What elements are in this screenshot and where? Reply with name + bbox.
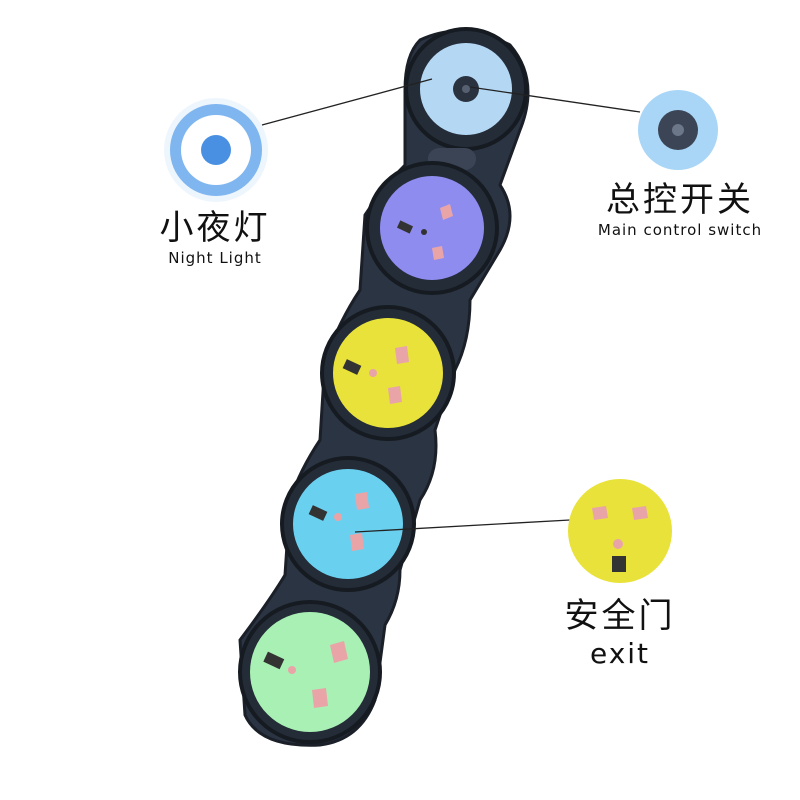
socket-face-icon [250, 612, 370, 732]
socket-3 [280, 456, 416, 592]
main-switch-callout: 总控开关 Main control switch [585, 172, 775, 239]
socket-2 [320, 305, 456, 441]
night-light-title-cn: 小夜灯 [159, 208, 271, 248]
main-switch-title-en: Main control switch [597, 221, 763, 239]
night-light-title-en: Night Light [168, 249, 262, 267]
safety-door-title-cn: 安全门 [564, 596, 676, 636]
safety-door-callout: 安全门 exit [545, 588, 695, 670]
safety-door-title-en: exit [589, 637, 651, 670]
night-light-leader [261, 78, 433, 126]
safety-door-leader [354, 519, 571, 533]
switch-leader [469, 86, 641, 113]
socket-face-icon [380, 176, 484, 280]
night-light-callout: 小夜灯 Night Light [140, 200, 290, 267]
socket-face-icon [333, 318, 443, 428]
socket-1 [365, 161, 499, 295]
socket-face-icon [293, 469, 403, 579]
main-switch-title-cn: 总控开关 [606, 180, 754, 220]
socket-4 [238, 600, 382, 744]
power-button-icon [638, 90, 718, 170]
night-light-icon [164, 98, 268, 202]
power-button-dot [462, 85, 470, 93]
socket-face-icon [568, 479, 672, 583]
